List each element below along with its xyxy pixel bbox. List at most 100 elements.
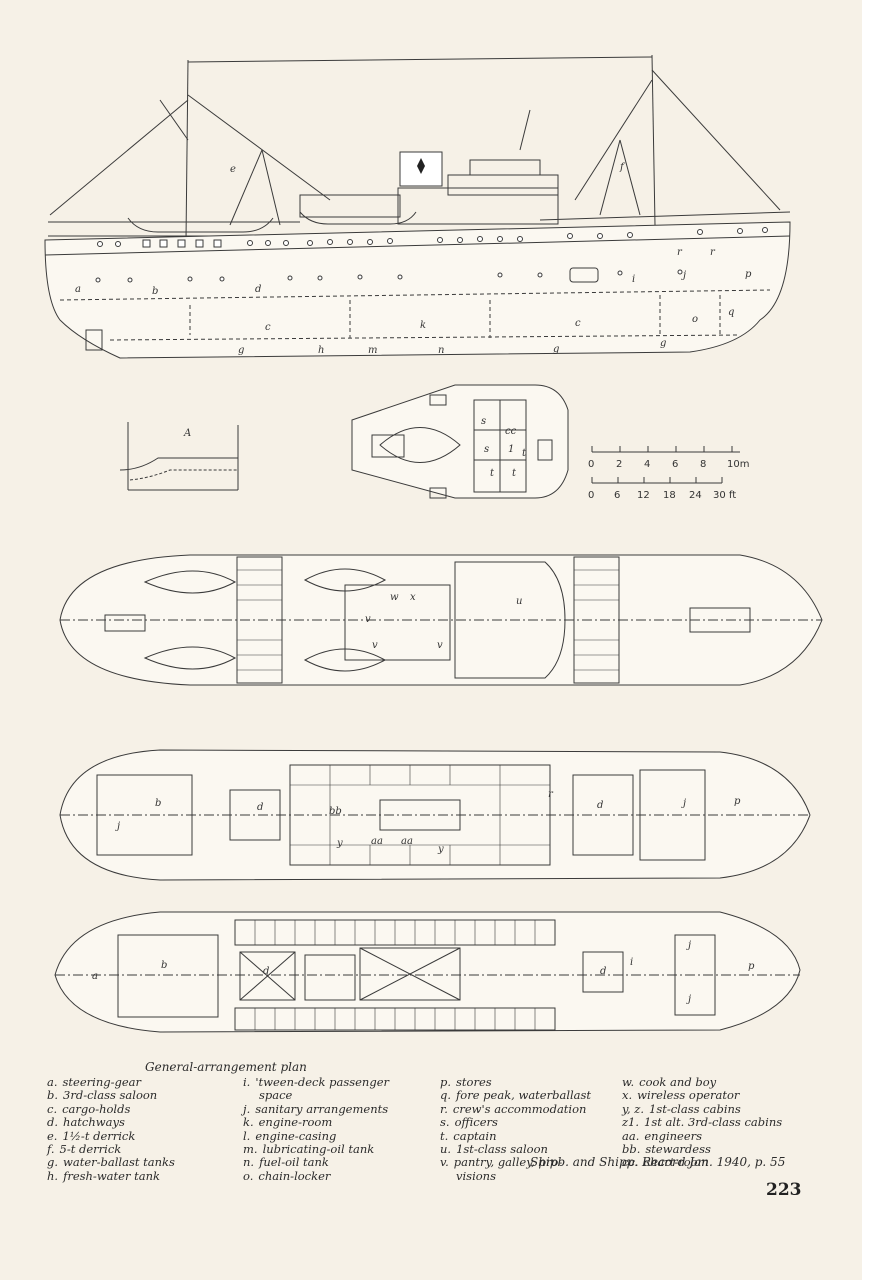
upper-deck-label: y [437,844,444,855]
profile-label: h [318,345,324,356]
profile-label: r [677,247,683,258]
legend-item: y, z.1st-class cabins [622,1101,741,1116]
boat-deck-label: w [390,592,399,603]
profile-label: c [575,318,581,329]
legend-item: x.wireless operator [622,1088,740,1103]
upper-deck-label: j [115,821,120,832]
boat-deck-label: v [372,640,378,651]
scale-tick-label: 2 [616,459,622,470]
page-edge [862,0,876,1280]
legend-item: z1.1st alt. 3rd-class cabins [622,1115,783,1130]
source-citation: Shipb. and Shipp. Record Jan. 1940, p. 5… [530,1155,786,1169]
legend-item: k.engine-room [243,1115,333,1130]
profile-label: p [745,269,752,280]
caption-title: General-arrangement plan [145,1060,307,1074]
legend-item: s.officers [440,1115,498,1130]
profile-label: m [368,345,377,356]
boat-deck-label: u [516,596,522,607]
tween-deck-label: i [630,957,633,968]
bridge-label: t [512,468,517,479]
detail-a-label: A [183,428,191,439]
legend-item: g.water-ballast tanks [47,1155,175,1170]
legend-item: bb.stewardess [622,1142,711,1157]
profile-label: d [255,284,261,295]
bridge-label: t [490,468,495,479]
scale-tick-label: 10m [727,459,749,470]
upper-deck-label: d [597,800,603,811]
profile-label: g [553,344,559,355]
tween-deck-label: a [92,971,98,982]
scale-tick-label: 30 ft [713,490,736,501]
upper-deck-label: d [257,802,263,813]
legend-item: u.1st-class saloon [440,1142,548,1157]
legend-column: a.steering-gear b.3rd-class saloon c.car… [47,1075,237,1183]
legend-item: h.fresh-water tank [47,1168,160,1183]
profile-label: c [265,322,271,333]
boat-deck-plan [59,554,823,686]
legend-item: visions [456,1168,496,1183]
profile-label: g [238,345,244,356]
legend-item: i.'tween-deck passenger [243,1075,390,1089]
legend-item: l.engine-casing [243,1128,337,1143]
detail-a [119,422,239,491]
profile-label: k [420,320,426,331]
legend-item: m.lubricating-oil tank [243,1142,375,1157]
legend-item: cc.chart-room [622,1155,709,1170]
scale-tick-label: 12 [637,490,650,501]
legend-item: p.stores [440,1075,492,1089]
bridge-deck-plan [351,384,569,499]
legend-column: i.'tween-deck passenger space j.sanitary… [243,1075,433,1183]
profile-label: r [710,247,716,258]
upper-deck-label: p [734,796,741,807]
scale-tick-label: 0 [588,459,594,470]
upper-deck-label: aa [371,836,383,847]
bridge-label: s [481,416,486,427]
upper-deck-plan [59,749,811,881]
profile-label: f [619,162,626,173]
profile-label: j [681,270,686,281]
profile-view [44,54,791,359]
profile-label: g [660,338,666,349]
legend-column: p.stores q.fore peak, waterballast r.cre… [440,1075,635,1183]
legend-item: c.cargo-holds [47,1101,131,1116]
page-number: 223 [766,1180,802,1200]
legend-item: w.cook and boy [622,1075,717,1089]
scale-tick-label: 18 [663,490,676,501]
scale-tick-label: 0 [588,490,594,501]
legend-column: w.cook and boy x.wireless operator y, z.… [622,1075,822,1170]
scale-tick-label: 24 [689,490,702,501]
legend-item: n.fuel-oil tank [243,1155,329,1170]
profile-label: o [692,314,698,325]
upper-deck-label: aa [401,836,413,847]
legend-item: t.captain [440,1128,497,1143]
upper-deck-label: r [548,789,554,800]
scale-tick-label: 6 [672,459,678,470]
scale-tick-label: 6 [614,490,620,501]
upper-deck-label: j [681,798,686,809]
general-arrangement-drawings: a b d e f i j r r p c k c o q g h m n g … [44,54,823,1033]
upper-deck-label: y [336,838,343,849]
tween-deck-label: d [600,966,606,977]
legend-item: f.5-t derrick [47,1142,122,1157]
legend-item: v.pantry, galley, pro- [440,1155,563,1170]
legend-item: r.crew's accommodation [440,1101,587,1116]
boat-deck-label: v [437,640,443,651]
upper-deck-label: b [155,798,161,809]
legend-item: aa.engineers [622,1128,703,1143]
scale-bars [591,446,740,484]
bridge-label: t [522,448,527,459]
legend-item: a.steering-gear [47,1075,141,1089]
profile-label: a [75,284,81,295]
legend-item: d.hatchways [47,1115,125,1130]
profile-label: i [632,274,635,285]
bridge-label: 1 [508,444,514,455]
boat-deck-label: v [365,614,371,625]
boat-deck-label: x [410,592,416,603]
bridge-label: cc [505,426,517,437]
legend-item: j.sanitary arrangements [243,1101,389,1116]
legend-item: b.3rd-class saloon [47,1088,158,1103]
profile-label: n [438,345,444,356]
legend-item: e.1½-t derrick [47,1128,136,1143]
scale-tick-label: 4 [644,459,650,470]
legend-item: o.chain-locker [243,1168,331,1183]
